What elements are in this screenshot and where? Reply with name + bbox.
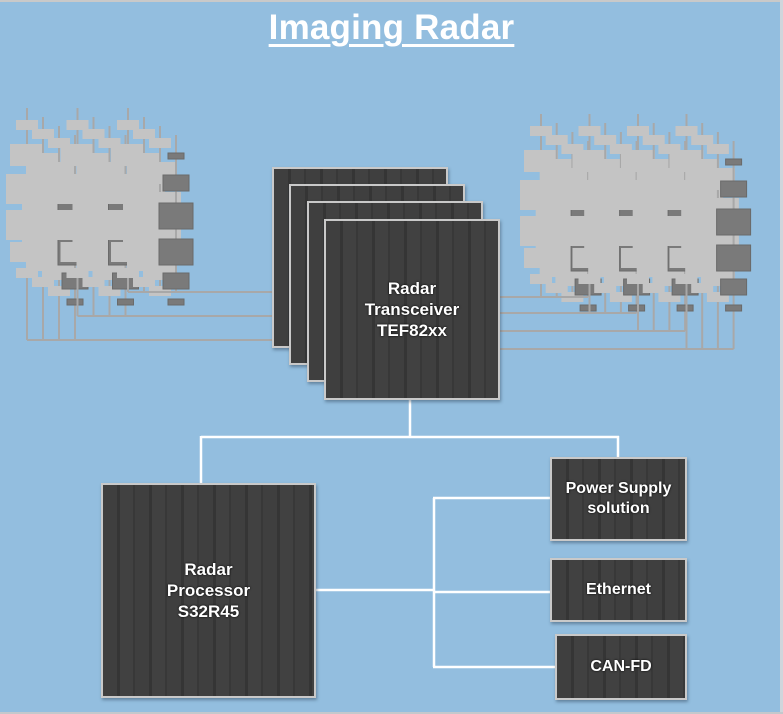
antenna-patch (642, 283, 665, 293)
antenna-patch (117, 120, 139, 130)
antenna-patch (706, 144, 729, 154)
antenna-patch (133, 277, 155, 287)
antenna-patch (16, 120, 38, 130)
transmit-antenna-array (6, 108, 273, 341)
antenna-patch-dark (716, 208, 752, 236)
antenna-patch-dark (167, 152, 185, 160)
processor-label-line1: Radar (184, 559, 233, 579)
antenna-patch (594, 283, 617, 293)
canfd-block: CAN-FD (555, 634, 687, 700)
power-supply-label-line2: solution (587, 500, 650, 517)
antenna-patch (66, 120, 89, 130)
antenna-patch (691, 283, 714, 293)
receive-antenna-array (499, 114, 752, 350)
antenna-patch (627, 274, 649, 284)
antenna-patch (594, 135, 617, 145)
antenna-patch (530, 274, 552, 284)
antenna-patch (578, 126, 601, 136)
canfd-label: CAN-FD (590, 658, 652, 675)
frame-top-border (0, 0, 783, 2)
antenna-patch-dark (720, 278, 748, 296)
antenna-patch (642, 135, 665, 145)
antenna-patch (578, 274, 601, 284)
antenna-patch (658, 144, 681, 154)
ethernet-label: Ethernet (586, 581, 651, 598)
antenna-patch (32, 277, 54, 287)
antenna-patch (609, 292, 632, 302)
antenna-patch (117, 268, 139, 278)
antenna-patch (675, 126, 698, 136)
antenna-patch (149, 138, 171, 148)
antenna-patch-dark (725, 304, 743, 312)
antenna-column (158, 135, 194, 306)
antenna-patch (706, 292, 729, 302)
antenna-patch (627, 126, 649, 136)
antenna-patch (658, 292, 681, 302)
antenna-patch-dark (725, 158, 743, 166)
antenna-patch (691, 135, 714, 145)
antenna-patch (675, 274, 698, 284)
antenna-patch-dark (66, 298, 84, 306)
antenna-patch (48, 138, 70, 148)
antenna-patch-dark (117, 298, 134, 306)
transceiver-label-line2: Transceiver (364, 299, 460, 319)
processor-label-line3: S32R45 (177, 602, 240, 622)
antenna-patch (32, 129, 54, 139)
antenna-patch (82, 277, 105, 287)
antenna-patch (545, 135, 568, 145)
antenna-patch-dark (162, 174, 190, 192)
power-supply-block: Power Supply solution (550, 457, 687, 541)
transceiver-label-line1: Radar (387, 278, 437, 298)
antenna-patch (16, 268, 38, 278)
antenna-patch (530, 126, 552, 136)
antenna-patch (98, 138, 121, 148)
processor-label-line2: Processor (166, 580, 251, 600)
transceiver-chip-1: Radar Transceiver TEF82xx (324, 219, 500, 400)
ethernet-block: Ethernet (550, 558, 687, 622)
antenna-patch-dark (158, 238, 194, 266)
antenna-patch-dark (720, 180, 748, 198)
transceiver-label-line3: TEF82xx (377, 321, 447, 341)
antenna-column (716, 141, 752, 349)
antenna-patch (561, 144, 584, 154)
frame-bottom-border (0, 712, 783, 714)
antenna-patch-dark (676, 304, 694, 312)
frame-right-border (780, 0, 783, 714)
antenna-patch-dark (162, 272, 190, 290)
antenna-patch (82, 129, 105, 139)
bus-connections (199, 399, 620, 669)
antenna-patch-dark (628, 304, 646, 312)
antenna-patch-dark (158, 202, 194, 230)
antenna-patch (48, 286, 70, 296)
radar-processor-chip: Radar Processor S32R45 (101, 483, 316, 698)
antenna-patch (545, 283, 568, 293)
antenna-patch (609, 144, 632, 154)
power-supply-label-line1: Power Supply (565, 480, 672, 497)
antenna-patch-dark (167, 298, 185, 306)
antenna-patch (98, 286, 121, 296)
antenna-patch-dark (579, 304, 597, 312)
antenna-patch-dark (716, 244, 752, 272)
antenna-patch (66, 268, 89, 278)
diagram-title: Imaging Radar (268, 8, 515, 47)
antenna-patch (133, 129, 155, 139)
